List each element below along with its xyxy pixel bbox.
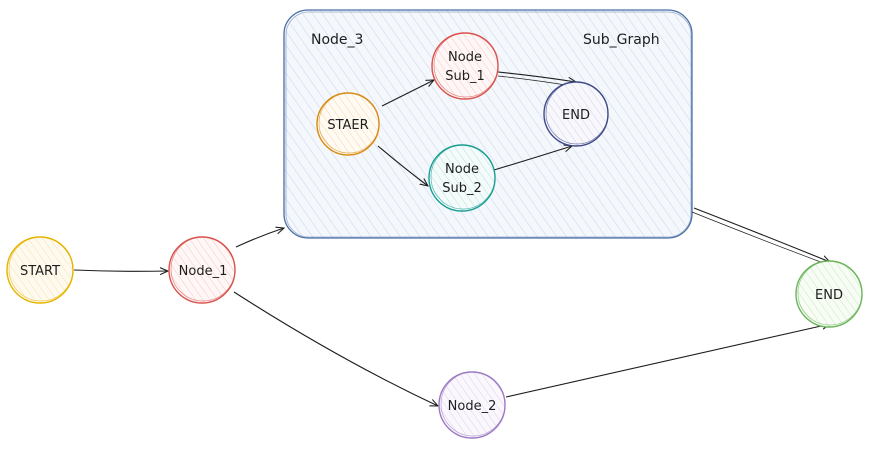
sub-node-end: END (543, 81, 609, 147)
edge-start-to-node1 (73, 270, 168, 271)
edge-subgraph-to-end-sketch (691, 211, 827, 265)
edge-node1-to-node2 (233, 291, 438, 406)
edge-node2-to-end (505, 324, 830, 398)
sub-node-2-line2: Sub_2 (442, 181, 482, 196)
subgraph-node-label: Node_3 (311, 32, 363, 48)
node-end: END (795, 260, 863, 328)
sub-node-staer: STAER (316, 92, 380, 156)
sub-node-staer-label: STAER (327, 118, 368, 133)
node-end-label: END (815, 288, 843, 303)
sub-node-1-line2: Sub_1 (445, 69, 485, 84)
node-2: Node_2 (438, 371, 506, 439)
edge-sub2-to-end (493, 146, 572, 171)
sub-node-2-line1: Node (445, 162, 479, 177)
edge-staer-to-sub1 (381, 80, 434, 107)
sub-node-1-line1: Node (448, 50, 482, 65)
subgraph-title: Sub_Graph (583, 32, 660, 48)
node-1: Node_1 (168, 236, 236, 304)
node-start-label: START (20, 264, 60, 279)
edge-staer-to-sub2 (377, 145, 428, 186)
sub-node-2: Node Sub_2 (428, 144, 496, 212)
sub-node-end-label: END (562, 108, 590, 123)
node-1-label: Node_1 (179, 264, 228, 279)
subgraph-container: Node_3 Sub_Graph (283, 9, 693, 239)
node-2-label: Node_2 (448, 399, 497, 414)
edge-subgraph-to-end (693, 207, 830, 262)
node-start: START (6, 236, 74, 304)
edge-sub1-to-end (497, 71, 576, 82)
edge-node1-to-subgraph (235, 228, 284, 248)
sub-node-1: Node Sub_1 (431, 32, 499, 100)
